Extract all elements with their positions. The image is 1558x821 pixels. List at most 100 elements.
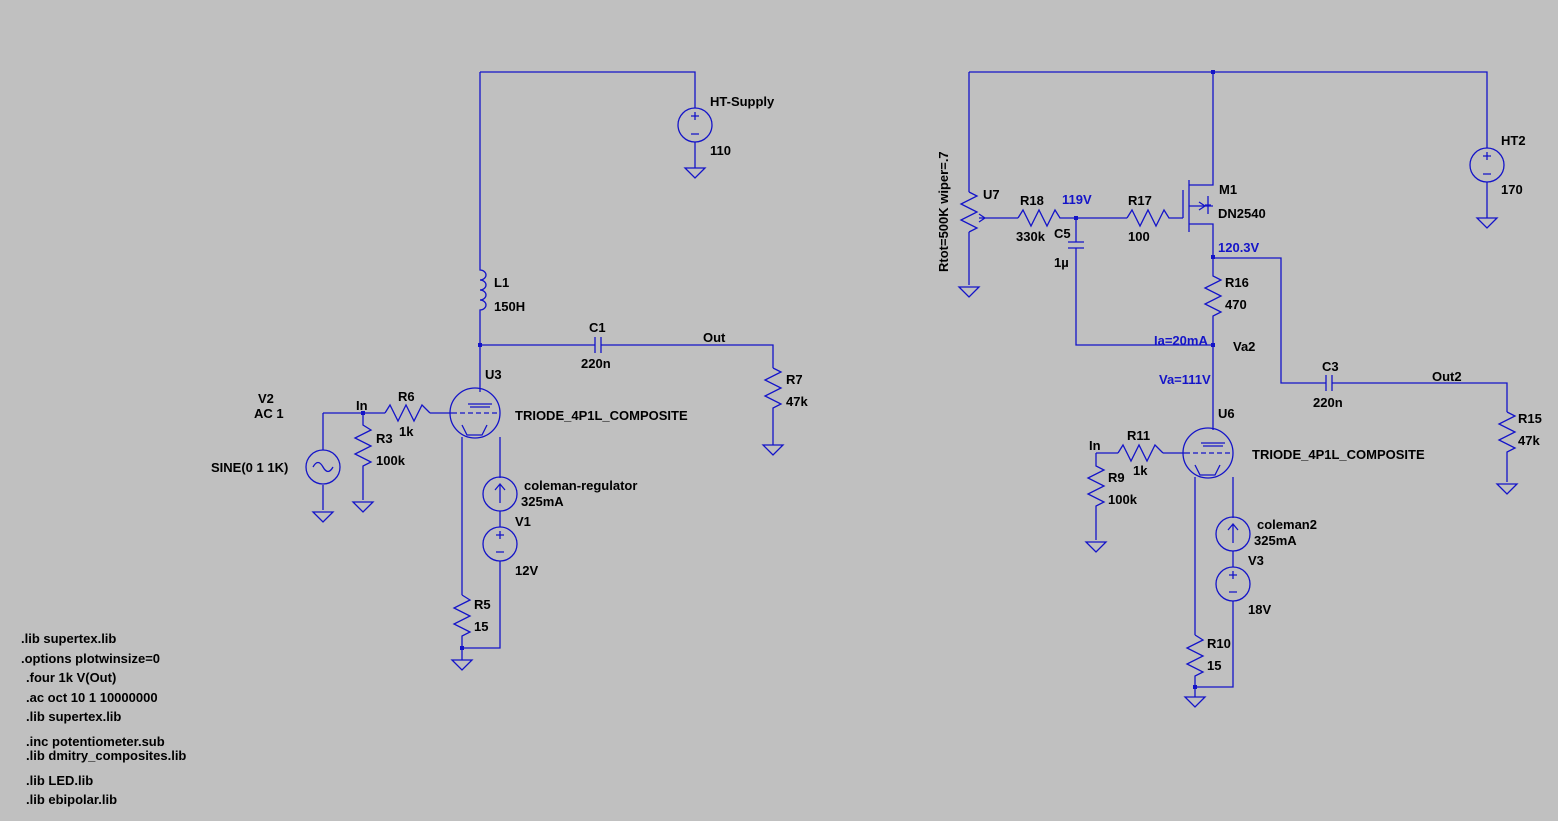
label-v3: V3 xyxy=(1248,553,1264,568)
model-m1: DN2540 xyxy=(1218,206,1266,221)
ground-symbol-u7 xyxy=(957,286,981,298)
ground-symbol-r7 xyxy=(761,438,785,456)
net-label-va2: Va2 xyxy=(1233,339,1255,354)
annotation-va: Va=111V xyxy=(1159,372,1211,387)
value-ht-supply: 110 xyxy=(710,143,731,158)
resistor-r7[interactable] xyxy=(763,367,783,438)
resistor-r10[interactable] xyxy=(1185,634,1205,697)
net-label-in-right: In xyxy=(1089,438,1101,453)
ht-supply-source[interactable] xyxy=(677,107,713,143)
net-label-out2: Out2 xyxy=(1432,369,1462,384)
label-l1: L1 xyxy=(494,275,509,290)
wire-plate-out xyxy=(480,344,774,368)
value-r5: 15 xyxy=(474,619,488,634)
triode-u6[interactable] xyxy=(1182,427,1234,479)
value-v2-ac: AC 1 xyxy=(254,406,284,421)
value-r10: 15 xyxy=(1207,658,1221,673)
capacitor-c5[interactable] xyxy=(1068,241,1084,249)
wire-out2 xyxy=(1213,257,1508,412)
label-r3: R3 xyxy=(376,431,393,446)
resistor-r18[interactable] xyxy=(1017,208,1127,228)
label-r17: R17 xyxy=(1128,193,1152,208)
directive-line[interactable]: .lib dmitry_composites.lib xyxy=(26,748,186,763)
label-r9: R9 xyxy=(1108,470,1125,485)
left-labels: HT-Supply 110 L1 150H C1 220n Out R7 47k… xyxy=(211,94,808,634)
current-source-coleman[interactable] xyxy=(482,476,518,512)
value-coleman: 325mA xyxy=(521,494,564,509)
value-r15: 47k xyxy=(1518,433,1540,448)
resistor-r17[interactable] xyxy=(1126,208,1183,228)
triode-u3[interactable] xyxy=(449,387,501,439)
directive-line[interactable]: .options plotwinsize=0 xyxy=(21,651,160,666)
inductor-l1[interactable] xyxy=(479,265,487,345)
node-label-119v: 119V xyxy=(1062,192,1092,207)
ground-symbol-r5 xyxy=(450,659,474,671)
value-r7: 47k xyxy=(786,394,808,409)
value-r18: 330k xyxy=(1016,229,1046,244)
net-label-out: Out xyxy=(703,330,726,345)
directive-line[interactable]: .ac oct 10 1 10000000 xyxy=(26,690,158,705)
current-source-coleman2[interactable] xyxy=(1215,516,1251,552)
label-r10: R10 xyxy=(1207,636,1231,651)
resistor-r6[interactable] xyxy=(384,403,431,423)
value-v2-sine: SINE(0 1 1K) xyxy=(211,460,288,475)
capacitor-c3[interactable] xyxy=(1325,375,1333,391)
net-label-in: In xyxy=(356,398,368,413)
directive-line[interactable]: .lib LED.lib xyxy=(26,773,93,788)
value-c1: 220n xyxy=(581,356,611,371)
label-u7: U7 xyxy=(983,187,1000,202)
resistor-r9[interactable] xyxy=(1086,453,1106,540)
ground-symbol-r15 xyxy=(1495,483,1519,495)
value-c3: 220n xyxy=(1313,395,1343,410)
label-ht2: HT2 xyxy=(1501,133,1526,148)
potentiometer-u7[interactable] xyxy=(959,191,979,233)
resistor-r5[interactable] xyxy=(452,594,472,660)
resistor-r3[interactable] xyxy=(353,413,373,500)
spice-directives: .lib supertex.lib .options plotwinsize=0… xyxy=(21,631,186,807)
wire-ht-top xyxy=(480,71,696,168)
model-u6: TRIODE_4P1L_COMPOSITE xyxy=(1252,447,1425,462)
directive-line[interactable]: .lib supertex.lib xyxy=(21,631,116,646)
directive-line[interactable]: .lib ebipolar.lib xyxy=(26,792,117,807)
right-labels: Rtot=500K wiper=.7 U7 R18 330k 119V C5 1… xyxy=(936,133,1542,673)
label-r6: R6 xyxy=(398,389,415,404)
ht2-source[interactable] xyxy=(1469,147,1505,183)
left-circuit xyxy=(305,71,785,671)
label-coleman2: coleman2 xyxy=(1257,517,1317,532)
wire-top-rail xyxy=(969,71,1488,218)
mosfet-m1[interactable] xyxy=(1182,72,1214,258)
sine-source-v2[interactable] xyxy=(305,449,341,485)
directive-line[interactable]: .four 1k V(Out) xyxy=(26,670,116,685)
label-u6: U6 xyxy=(1218,406,1235,421)
ground-symbol-r3 xyxy=(351,501,375,513)
ground-symbol-r9 xyxy=(1084,541,1108,553)
label-v1: V1 xyxy=(515,514,531,529)
label-coleman: coleman-regulator xyxy=(524,478,637,493)
annotation-ia: Ia=20mA xyxy=(1154,333,1208,348)
ground-symbol-v2 xyxy=(311,511,335,523)
value-r6: 1k xyxy=(399,424,414,439)
resistor-r11[interactable] xyxy=(1117,443,1164,463)
model-u3: TRIODE_4P1L_COMPOSITE xyxy=(515,408,688,423)
value-c5: 1µ xyxy=(1054,255,1069,270)
capacitor-c1[interactable] xyxy=(594,337,602,353)
label-r5: R5 xyxy=(474,597,491,612)
label-ht-supply: HT-Supply xyxy=(710,94,775,109)
label-c5: C5 xyxy=(1054,226,1071,241)
directive-line[interactable]: .lib supertex.lib xyxy=(26,709,121,724)
voltage-source-v1[interactable] xyxy=(482,526,518,562)
label-r7: R7 xyxy=(786,372,803,387)
directive-line[interactable]: .inc potentiometer.sub xyxy=(26,734,165,749)
label-m1: M1 xyxy=(1219,182,1237,197)
resistor-r16[interactable] xyxy=(1203,258,1223,430)
resistor-r15[interactable] xyxy=(1497,411,1517,482)
value-r17: 100 xyxy=(1128,229,1150,244)
voltage-source-v3[interactable] xyxy=(1215,566,1251,602)
label-r16: R16 xyxy=(1225,275,1249,290)
label-c3: C3 xyxy=(1322,359,1339,374)
value-l1: 150H xyxy=(494,299,525,314)
label-v2: V2 xyxy=(258,391,274,406)
ground-symbol-ht xyxy=(683,167,707,179)
value-v3: 18V xyxy=(1248,602,1271,617)
